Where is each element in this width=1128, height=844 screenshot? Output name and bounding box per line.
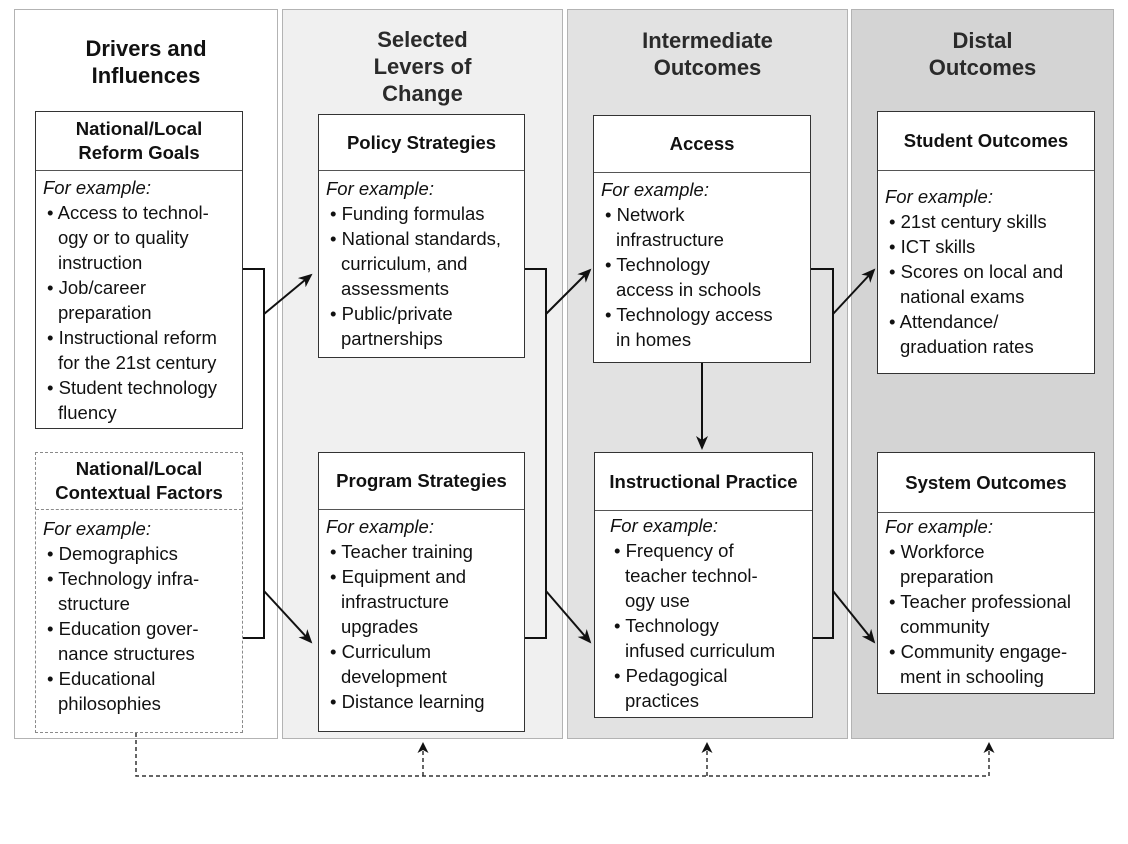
- example-label: For example:: [610, 515, 718, 536]
- list-item: • Teacher professional community: [889, 591, 1072, 637]
- list-item: • Curriculum development: [330, 641, 447, 687]
- list-item: • Demographics: [47, 543, 178, 564]
- list-item: • Pedagogical practices: [614, 665, 728, 711]
- list-item: • Workforce preparation: [889, 541, 994, 587]
- instructional-practice-title: Instructional Practice: [595, 453, 812, 511]
- system-outcomes-box: System Outcomes For example: • Workforce…: [877, 452, 1095, 694]
- example-label: For example:: [885, 516, 993, 537]
- contextual-factors-title: National/Local Contextual Factors: [36, 453, 242, 510]
- access-title: Access: [594, 116, 810, 173]
- instructional-practice-box: Instructional Practice For example: • Fr…: [594, 452, 813, 718]
- access-box: Access For example: • Network infrastruc…: [593, 115, 811, 363]
- example-label: For example:: [43, 177, 151, 198]
- list-item: • Technology access in homes: [605, 304, 773, 350]
- list-item: • Technology infra- structure: [47, 568, 200, 614]
- list-item: • Access to technol- ogy or to quality i…: [47, 202, 209, 273]
- list-item: • Distance learning: [330, 691, 485, 712]
- list-item: • Equipment and infrastructure upgrades: [330, 566, 467, 637]
- bracket-drivers: [243, 268, 265, 639]
- list-item: • Education gover- nance structures: [47, 618, 199, 664]
- list-item: • Public/private partnerships: [330, 303, 453, 349]
- arrow-intermediate-to-system: [832, 590, 876, 644]
- feedback-loop: [135, 733, 989, 777]
- list-item: • Scores on local and national exams: [889, 261, 1064, 307]
- arrow-drivers-to-program: [263, 590, 313, 644]
- list-item: • Educational philosophies: [47, 668, 161, 714]
- student-outcomes-title: Student Outcomes: [878, 112, 1094, 171]
- reform-goals-title: National/Local Reform Goals: [36, 112, 242, 171]
- example-label: For example:: [326, 516, 434, 537]
- bracket-levers: [525, 268, 547, 639]
- student-outcomes-box: Student Outcomes For example: • 21st cen…: [877, 111, 1095, 374]
- list-item: • ICT skills: [889, 236, 976, 257]
- policy-strategies-title: Policy Strategies: [319, 115, 524, 171]
- column-title-intermediate: Intermediate Outcomes: [642, 28, 773, 80]
- list-item: • Technology infused curriculum: [614, 615, 776, 661]
- list-item: • National standards, curriculum, and as…: [330, 228, 502, 299]
- contextual-factors-box: National/Local Contextual Factors For ex…: [35, 452, 243, 733]
- list-item: • Student technology fluency: [47, 377, 218, 423]
- list-item: • Attendance/ graduation rates: [889, 311, 1034, 357]
- column-title-levers: Selected Levers of Change: [373, 27, 472, 106]
- column-title-drivers: Drivers and Influences: [85, 36, 207, 88]
- arrow-levers-to-instruction: [545, 590, 592, 644]
- list-item: • Teacher training: [330, 541, 473, 562]
- example-label: For example:: [43, 518, 151, 539]
- list-item: • Community engage- ment in schooling: [889, 641, 1068, 687]
- example-label: For example:: [885, 186, 993, 207]
- list-item: • Instructional reform for the 21st cent…: [47, 327, 217, 373]
- list-item: • Frequency of teacher technol- ogy use: [614, 540, 758, 611]
- bracket-intermediate: [811, 268, 834, 639]
- program-strategies-title: Program Strategies: [319, 453, 524, 510]
- list-item: • 21st century skills: [889, 211, 1047, 232]
- list-item: • Technology access in schools: [605, 254, 761, 300]
- list-item: • Funding formulas: [330, 203, 485, 224]
- arrow-levers-to-access: [545, 268, 592, 315]
- program-strategies-box: Program Strategies For example: • Teache…: [318, 452, 525, 732]
- example-label: For example:: [601, 179, 709, 200]
- reform-goals-box: National/Local Reform Goals For example:…: [35, 111, 243, 429]
- policy-strategies-box: Policy Strategies For example: • Funding…: [318, 114, 525, 358]
- arrow-drivers-to-policy: [263, 273, 313, 315]
- example-label: For example:: [326, 178, 434, 199]
- list-item: • Network infrastructure: [605, 204, 724, 250]
- system-outcomes-title: System Outcomes: [878, 453, 1094, 513]
- column-title-distal: Distal Outcomes: [928, 28, 1037, 80]
- arrow-intermediate-to-student: [832, 268, 876, 315]
- list-item: • Job/career preparation: [47, 277, 152, 323]
